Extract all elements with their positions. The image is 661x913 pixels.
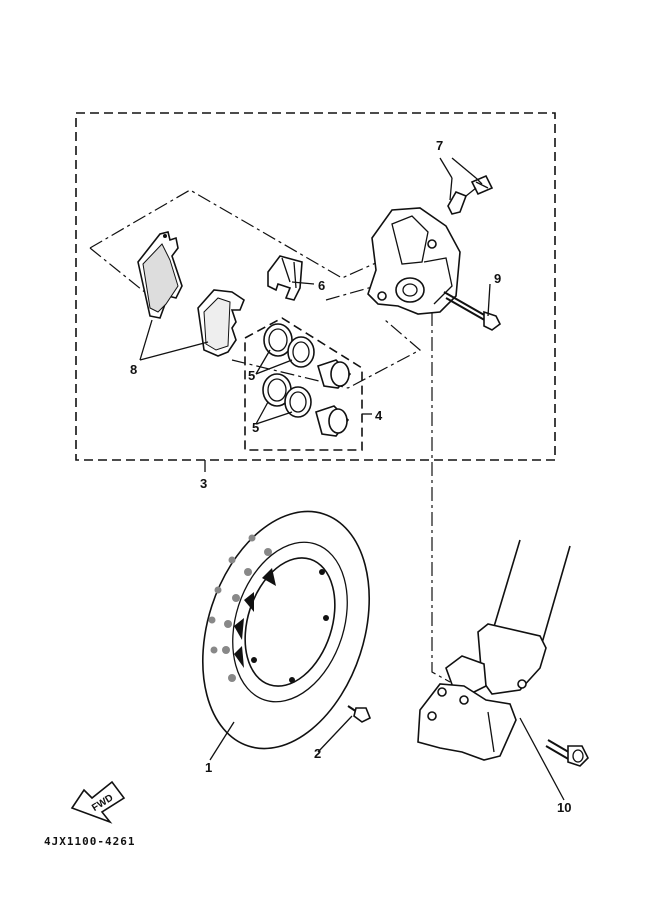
- callout-5-lower: 5: [252, 420, 259, 435]
- caliper-body: [367, 207, 461, 315]
- disc-bolt: [347, 705, 372, 723]
- caliper-mount-line: [431, 312, 451, 683]
- callout-3: 3: [200, 476, 207, 491]
- callout-2: 2: [314, 746, 321, 761]
- pad-spring: [267, 255, 303, 301]
- piston-seals-upper: [263, 323, 315, 368]
- caliper-bolt: [545, 739, 589, 767]
- callout-8: 8: [130, 362, 137, 377]
- piston-kit-outline: [244, 317, 363, 451]
- piston-seals-lower: [262, 373, 312, 418]
- front-fork: [417, 539, 571, 761]
- pad-pin: [443, 291, 502, 331]
- callout-5-upper: 5: [248, 368, 255, 383]
- forward-arrow-icon: FWD: [70, 780, 126, 824]
- leader-lines: [139, 157, 565, 801]
- piston-lower: [315, 405, 350, 437]
- piston-alignment-line: [231, 319, 422, 389]
- callout-9: 9: [494, 271, 501, 286]
- callout-6: 6: [318, 278, 325, 293]
- brake-pad-front: [197, 289, 245, 357]
- brake-disc: [201, 510, 371, 750]
- piston-upper: [317, 359, 352, 389]
- drawing-code: 4JX1100-4261: [44, 835, 135, 848]
- bleed-screw: [447, 174, 494, 215]
- callout-7: 7: [436, 138, 443, 153]
- brake-pad-rear: [137, 231, 183, 319]
- pad-alignment-line-left: [89, 247, 153, 299]
- pad-alignment-line-upper: [89, 189, 379, 279]
- callout-4: 4: [375, 408, 383, 423]
- caliper-assembly-outline: [75, 112, 556, 461]
- callout-10: 10: [557, 800, 571, 815]
- callout-1: 1: [205, 760, 212, 775]
